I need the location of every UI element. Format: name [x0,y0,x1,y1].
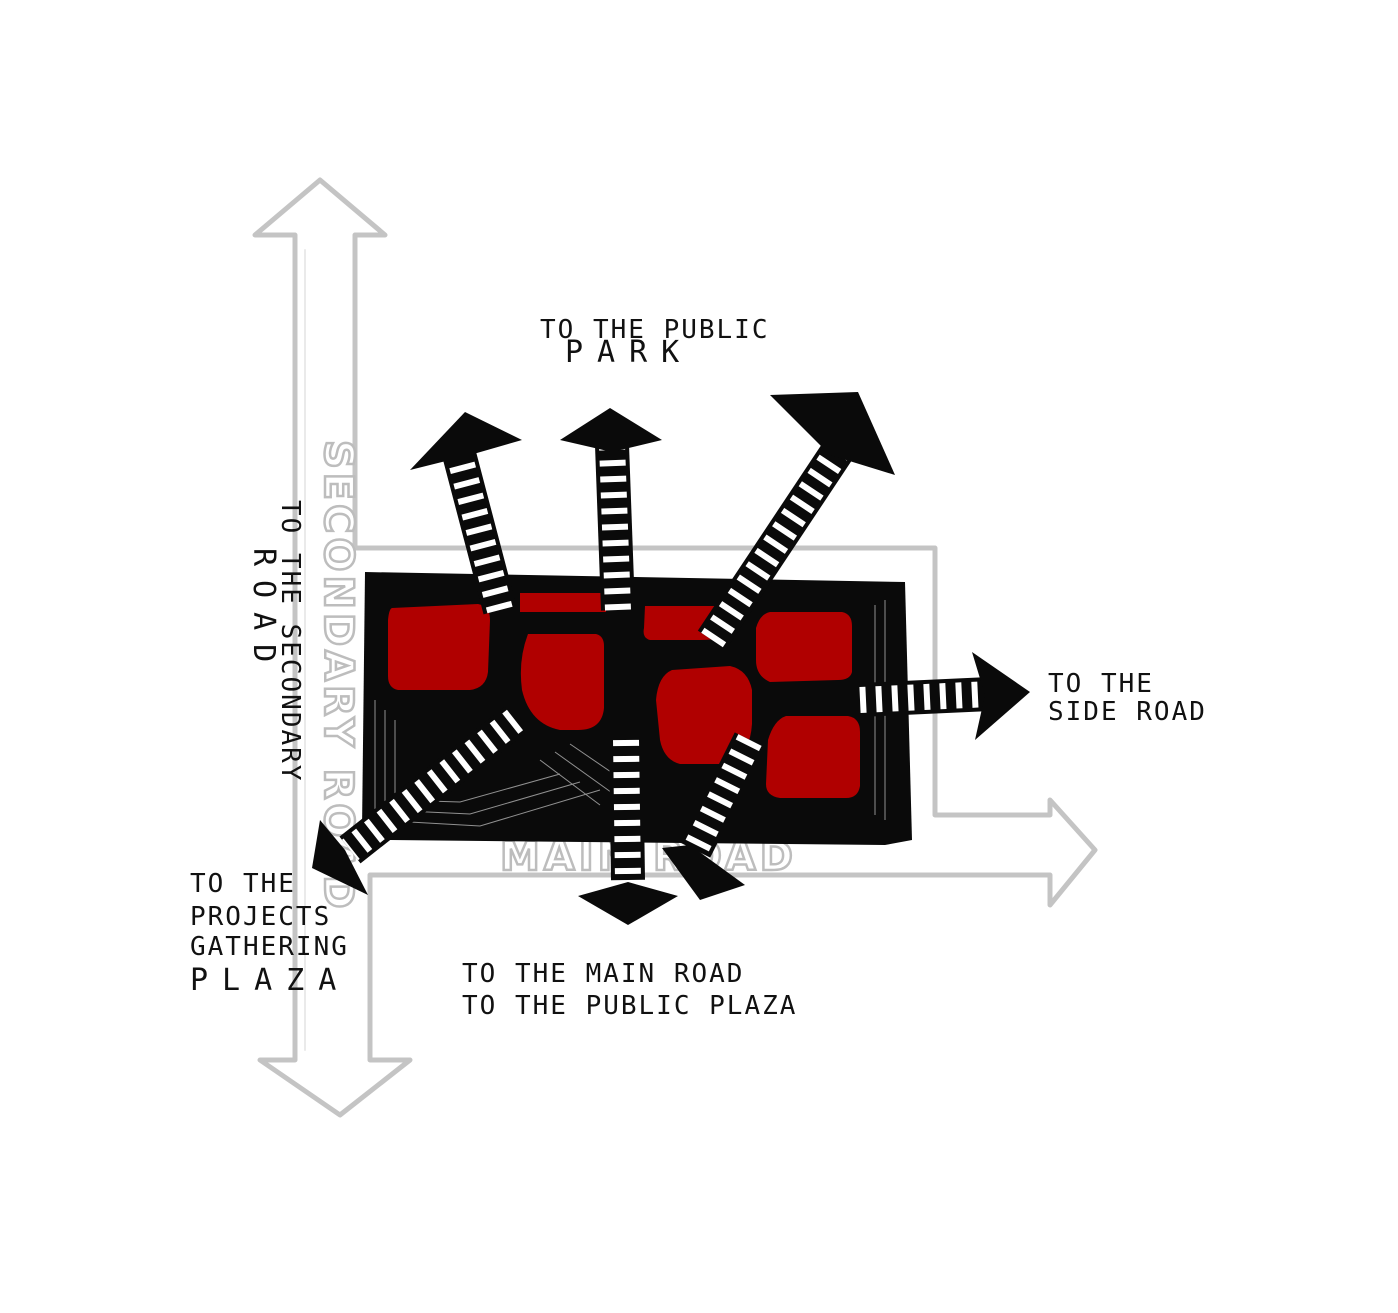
label-plaza-line4: PLAZA [190,963,350,998]
road-network [252,177,1098,1118]
label-public-park-line1: TO THE PUBLIC [540,315,770,345]
arrow-head-main-road [578,882,678,925]
arrow-main-road-right [662,732,766,900]
annotations: TO THE PUBLIC PARK TO THE SECONDARY ROAD… [190,315,1207,1021]
label-main-road-line2: TO THE PUBLIC PLAZA [462,991,797,1021]
zone-5 [756,612,852,682]
arrow-head-side-road [972,652,1030,740]
label-public-park-line2: PARK [565,335,693,370]
arrow-head-main-road-right [662,845,745,900]
arrow-side-road [859,652,1030,740]
label-secondary-road-line2: ROAD [246,548,281,676]
arrow-park-right [697,392,895,650]
label-plaza-line1: TO THE [190,869,296,899]
zone-7 [766,716,860,798]
zone-6 [656,666,752,764]
arrow-head-park-left [410,412,522,470]
label-side-road-line2: SIDE ROAD [1048,697,1207,727]
red-zones [388,593,860,798]
zone-1 [388,604,490,690]
secondary-road-outline [252,177,1098,1118]
secondary-road-label: SECONDARY ROAD [315,440,361,913]
arrow-head-park-right [770,392,895,475]
arrow-park-left [410,412,522,615]
label-plaza-line3: GATHERING [190,932,349,962]
label-plaza-line2: PROJECTS [190,902,331,932]
arrow-head-park-center [560,408,662,452]
arrow-head-gathering-plaza [312,820,368,895]
label-main-road-line1: TO THE MAIN ROAD [462,959,744,989]
arrow-gathering-plaza [312,706,526,895]
zone-2 [520,593,606,612]
label-secondary-road-line1: TO THE SECONDARY [275,500,305,782]
label-side-road-line1: TO THE [1048,669,1154,699]
circulation-arrows [312,392,1030,925]
arrow-park-center [560,408,662,611]
arrow-main-road [578,739,678,925]
zone-4 [520,634,604,730]
